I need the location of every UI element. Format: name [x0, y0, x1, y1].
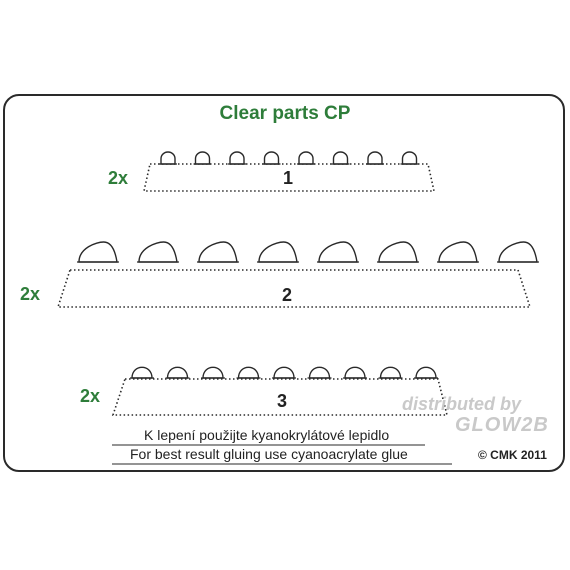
part-3-canopy: [131, 366, 153, 379]
part-2-canopy: [258, 241, 298, 263]
part-1-canopy: [367, 151, 383, 165]
part-3-canopy: [237, 366, 260, 379]
copyright-text: © CMK 2011: [478, 448, 547, 462]
part-1-canopy: [160, 151, 176, 165]
part-3-canopy: [202, 366, 224, 379]
frets-layer: [56, 151, 539, 465]
part-2-canopy: [138, 241, 178, 263]
part-1-number: 1: [282, 168, 293, 188]
part-3-canopy: [308, 366, 331, 379]
part-1-canopy: [194, 151, 211, 165]
part-3-canopy: [415, 366, 437, 379]
part-3-quantity: 2x: [80, 386, 101, 406]
part-3-canopy: [166, 366, 189, 379]
part-2-number: 2: [281, 285, 292, 305]
part-1-canopy: [229, 151, 245, 165]
part-1-canopy: [263, 151, 280, 165]
part-2-canopy: [198, 241, 238, 263]
part-3-canopy: [273, 366, 295, 379]
part-3-canopy: [379, 366, 402, 379]
note-czech: K lepení použijte kyanokrylátové lepidlo: [144, 427, 390, 443]
part-1-canopy: [332, 151, 349, 165]
part-3-sprue-outline: [111, 378, 449, 416]
instruction-card: [3, 94, 565, 472]
part-2-quantity: 2x: [20, 284, 41, 304]
watermark-brand: GLOW2B: [455, 414, 549, 436]
part-2-canopy: [378, 241, 418, 263]
page-title: Clear parts CP: [219, 103, 351, 124]
part-2-canopy: [318, 241, 358, 263]
part-2-canopy: [438, 241, 478, 263]
watermark-distributed-by: distributed by: [402, 394, 522, 414]
part-3-number: 3: [276, 391, 287, 411]
part-2-canopy: [498, 241, 538, 263]
part-2-canopy: [78, 241, 118, 263]
part-1-quantity: 2x: [108, 168, 129, 188]
part-1-canopy: [401, 151, 418, 165]
part-1-canopy: [298, 151, 314, 165]
part-3-canopy: [344, 366, 366, 379]
note-english: For best result gluing use cyanoacrylate…: [130, 446, 408, 462]
